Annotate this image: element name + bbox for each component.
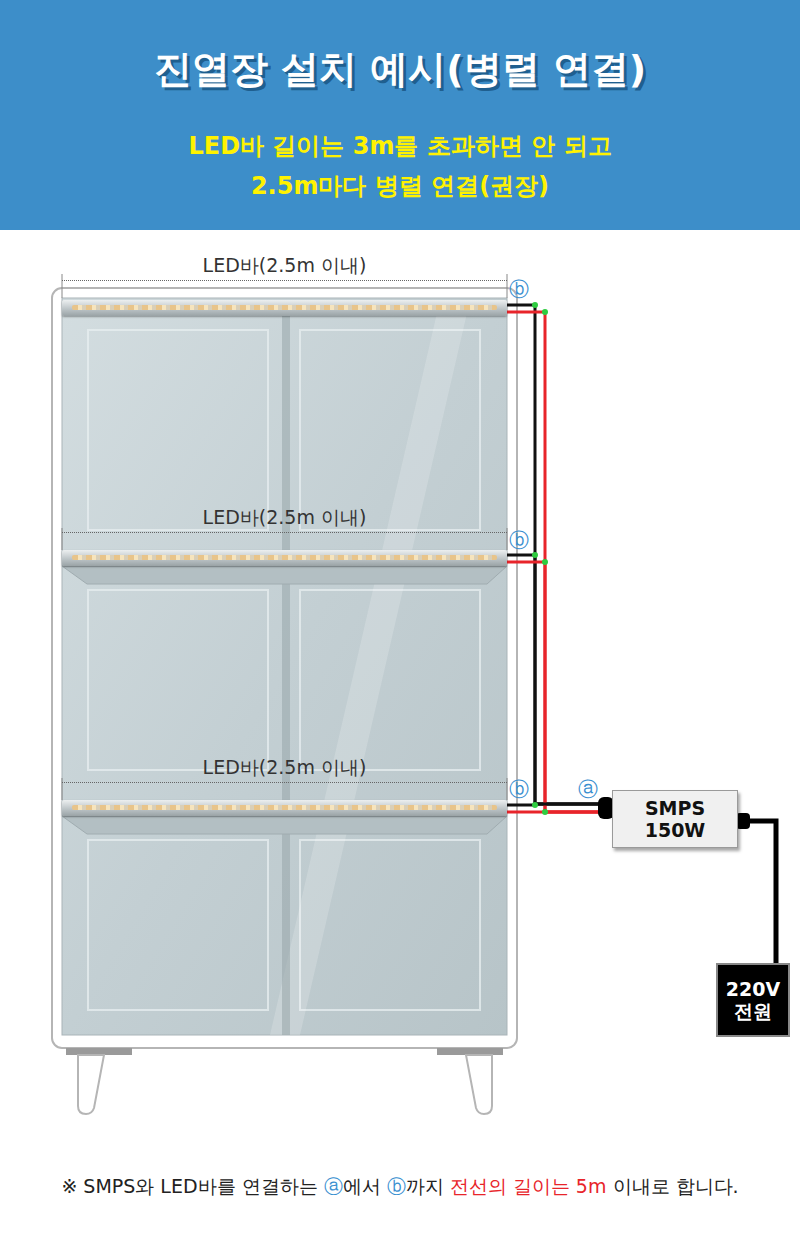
black-wire	[507, 305, 612, 804]
wire-pair	[507, 552, 612, 812]
junction-dot	[532, 552, 538, 558]
subtitle-line: LED바 길이는 3m를 초과하면 안 되고	[0, 130, 800, 162]
junction-dot	[532, 802, 538, 808]
leg-plate	[66, 1048, 132, 1055]
subtitle-line: 2.5m마다 병렬 연결(권장)	[0, 170, 800, 202]
junction-dot	[542, 309, 548, 315]
led-bar: LED바(2.5m 이내)	[62, 504, 507, 566]
cabinet-frame	[52, 288, 517, 1048]
cabinet-leg	[78, 1055, 104, 1114]
led-chips	[72, 305, 497, 310]
dimension-line	[62, 532, 507, 533]
led-bar: LED바(2.5m 이내)	[62, 252, 507, 316]
box-label: 220V 전원	[726, 978, 780, 1022]
note-part: 까지	[406, 1175, 444, 1197]
shelf	[62, 566, 507, 584]
cable-plug	[736, 813, 750, 829]
bar-label: LED바(2.5m 이내)	[62, 504, 507, 530]
black-wire	[507, 804, 612, 805]
red-wire	[507, 312, 600, 812]
led-bar: LED바(2.5m 이내)	[62, 754, 507, 816]
power-box: 220V 전원	[716, 963, 790, 1037]
dimension-ticks	[62, 274, 507, 800]
led-strip	[62, 550, 507, 566]
footnote: ※ SMPS와 LED바를 연결하는 ⓐ에서 ⓑ까지 전선의 길이는 5m 이내…	[0, 1174, 800, 1200]
bar-label: LED바(2.5m 이내)	[62, 754, 507, 780]
dimension-line	[62, 280, 507, 281]
box-label: SMPS 150W	[621, 797, 729, 841]
shelf	[62, 816, 507, 834]
led-strip	[62, 800, 507, 816]
note-part: 전선의 길이는 5m	[450, 1175, 607, 1197]
door-divider	[282, 316, 290, 1035]
red-wire	[507, 562, 600, 812]
title: 진열장 설치 예시(병렬 연결)	[0, 44, 800, 95]
junction-dot	[542, 559, 548, 565]
black-wire	[507, 555, 612, 804]
callout-letter: ⓑ	[509, 527, 529, 554]
callout-letter: ⓐ	[578, 776, 598, 803]
note-part: ⓑ	[387, 1175, 406, 1197]
junction-dot	[532, 302, 538, 308]
note-part: ⓐ	[324, 1175, 343, 1197]
led-chips	[72, 555, 497, 560]
dimension-line	[62, 782, 507, 783]
wire-pair	[736, 813, 776, 963]
led-strip	[62, 300, 507, 316]
power-cable	[738, 821, 776, 963]
note-part: 이내로 합니다.	[613, 1175, 739, 1197]
glass-reflection	[270, 300, 470, 1035]
callout-letter: ⓑ	[509, 276, 529, 303]
note-part: ※ SMPS와 LED바를 연결하는	[61, 1175, 317, 1197]
junction-dot	[542, 809, 548, 815]
smps-box: SMPS 150W	[612, 790, 738, 848]
red-wire	[507, 811, 600, 814]
note-part: 에서	[343, 1175, 381, 1197]
bar-label: LED바(2.5m 이내)	[62, 252, 507, 278]
leg-plate	[437, 1048, 503, 1055]
callout-letter: ⓑ	[509, 776, 529, 803]
wire-pair	[507, 302, 612, 812]
glass-door	[62, 298, 507, 1035]
cabinet-leg	[466, 1055, 492, 1114]
led-chips	[72, 805, 497, 810]
